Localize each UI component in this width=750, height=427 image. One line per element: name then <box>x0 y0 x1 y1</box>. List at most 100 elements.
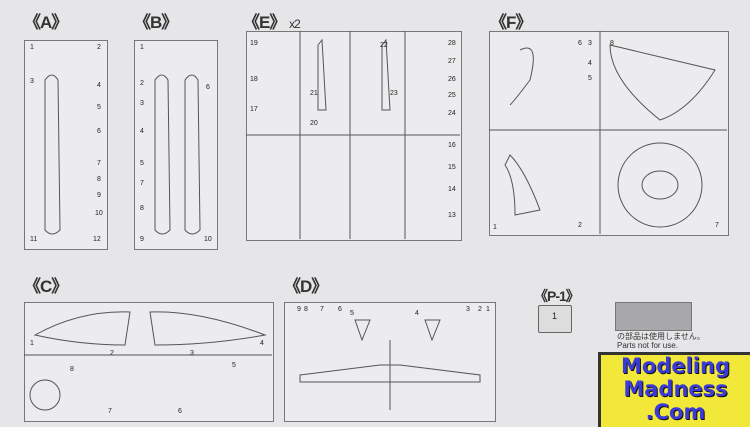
sprue-p1-label: 《P-1》 <box>534 288 580 304</box>
sprue-e-frame <box>246 31 462 241</box>
part-number: 12 <box>93 236 101 243</box>
sprue-a-label: 《A》 <box>24 13 68 32</box>
tail-part <box>424 319 441 342</box>
notice-jp: の部品は使用しません。 <box>617 332 705 341</box>
sprue-e-multiplier: x2 <box>289 17 301 31</box>
part-number: 4 <box>97 82 101 89</box>
part-number: 3 <box>588 40 592 47</box>
sprue-f-frame <box>489 31 729 236</box>
clear-part <box>509 47 534 106</box>
part-number: 10 <box>204 236 212 243</box>
part-number: 7 <box>320 306 324 313</box>
part-number: 7 <box>715 222 719 229</box>
notice-en: Parts not for use. <box>617 341 678 350</box>
part-number: 22 <box>380 42 388 49</box>
part-number: 6 <box>206 84 210 91</box>
part-number: 5 <box>140 160 144 167</box>
logo-line-1: Modeling <box>621 354 730 378</box>
sprue-e-title: 《E》 <box>243 13 286 32</box>
part-number: 19 <box>250 40 258 47</box>
part-number: 1 <box>486 306 490 313</box>
logo-line-2: Madness <box>623 377 728 401</box>
part-number: 23 <box>390 90 398 97</box>
part-number: 3 <box>190 350 194 357</box>
fuselage-half-b <box>154 74 171 235</box>
sprue-a-frame <box>24 40 108 250</box>
sprue-b-frame <box>134 40 218 250</box>
part-number: 6 <box>97 128 101 135</box>
part-number: 1 <box>30 340 34 347</box>
part-number: 15 <box>448 164 456 171</box>
canopy-part <box>609 44 716 121</box>
lower-wing <box>299 364 481 383</box>
part-number: 9 <box>297 306 301 313</box>
part-number: 5 <box>232 362 236 369</box>
part-number: 10 <box>95 210 103 217</box>
part-number: 4 <box>588 60 592 67</box>
part-number: 7 <box>140 180 144 187</box>
part-number: 7 <box>97 160 101 167</box>
part-number: 24 <box>448 110 456 117</box>
part-number: 1 <box>30 44 34 51</box>
part-number: 4 <box>415 310 419 317</box>
part-number: 3 <box>466 306 470 313</box>
part-number: 1 <box>140 44 144 51</box>
part-number: 17 <box>250 106 258 113</box>
clear-part <box>504 154 541 216</box>
part-number: 14 <box>448 186 456 193</box>
part-number: 6 <box>178 408 182 415</box>
sprue-f-label: 《F》 <box>490 13 532 32</box>
sprue-b-label: 《B》 <box>134 13 178 32</box>
part-number: 26 <box>448 76 456 83</box>
part-number: 8 <box>70 366 74 373</box>
wing-left <box>33 311 131 346</box>
part-number: 2 <box>97 44 101 51</box>
part-number: 2 <box>110 350 114 357</box>
part-number: 11 <box>30 236 38 243</box>
part-number: 13 <box>448 212 456 219</box>
part-number: 8 <box>610 40 614 47</box>
part-number: 2 <box>140 80 144 87</box>
part-number: 1 <box>552 311 558 321</box>
part-number: 9 <box>140 236 144 243</box>
part-number: 2 <box>478 306 482 313</box>
sprue-c-label: 《C》 <box>24 277 68 296</box>
part-number: 6 <box>578 40 582 47</box>
part-number: 4 <box>260 340 264 347</box>
sprue-e-label: 《E》 x2 <box>243 8 301 33</box>
part-number: 27 <box>448 58 456 65</box>
part-number: 7 <box>108 408 112 415</box>
propeller <box>29 379 61 411</box>
part-number: 16 <box>448 142 456 149</box>
clear-disc <box>617 142 703 228</box>
part-number: 5 <box>588 75 592 82</box>
part-number: 3 <box>140 100 144 107</box>
unused-parts-swatch <box>615 302 692 331</box>
sprue-p1-part: 1 <box>538 305 572 333</box>
part-number: 6 <box>338 306 342 313</box>
modeling-madness-logo: Modeling Madness .Com <box>598 352 750 427</box>
wing-right <box>149 311 267 346</box>
part-number: 5 <box>350 310 354 317</box>
part-number: 8 <box>304 306 308 313</box>
part-number: 25 <box>448 92 456 99</box>
sprue-d-label: 《D》 <box>284 277 328 296</box>
part-number: 9 <box>97 192 101 199</box>
part-number: 1 <box>493 224 497 231</box>
part-number: 5 <box>97 104 101 111</box>
part-number: 28 <box>448 40 456 47</box>
sprue-c-frame <box>24 302 274 422</box>
clear-disc-inner <box>641 170 679 200</box>
fuselage-half-b2 <box>184 74 201 235</box>
drop-tank-half <box>317 38 327 111</box>
fuselage-half-a <box>44 74 61 235</box>
tail-part <box>354 319 371 342</box>
part-number: 21 <box>310 90 318 97</box>
drop-tank-half <box>381 38 391 111</box>
part-number: 4 <box>140 128 144 135</box>
part-number: 2 <box>578 222 582 229</box>
part-number: 8 <box>140 205 144 212</box>
part-number: 8 <box>97 176 101 183</box>
logo-line-3: .Com <box>645 400 706 424</box>
